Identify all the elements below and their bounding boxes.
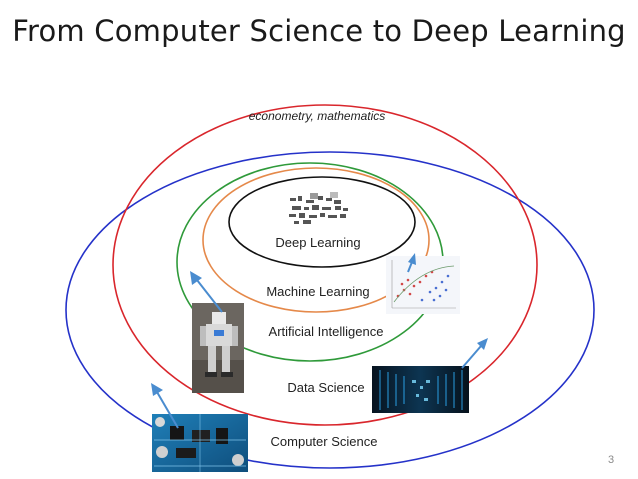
deep-learning-label: Deep Learning (275, 235, 360, 250)
data-science-ellipse (112, 104, 538, 426)
scatter-plot-image (386, 256, 460, 314)
machine-learning-label: Machine Learning (266, 284, 369, 299)
arrow-scatter-to-ml (407, 253, 416, 273)
outer-note-label: econometry, mathematics (249, 109, 386, 123)
slide-title: From Computer Science to Deep Learning (12, 14, 626, 48)
arrow-datacenter-to-ds (461, 338, 488, 369)
machine-learning-ellipse (202, 167, 430, 313)
computer-science-label: Computer Science (271, 434, 378, 449)
arrow-robot-to-ai (190, 271, 223, 313)
computer-science-ellipse (65, 151, 595, 469)
circuit-board-image (152, 414, 248, 472)
robot-image (192, 303, 244, 393)
artificial-intelligence-label: Artificial Intelligence (269, 324, 384, 339)
page-number: 3 (608, 454, 615, 466)
network-pattern-image (288, 192, 350, 226)
data-science-label: Data Science (287, 380, 364, 395)
data-center-image (372, 366, 469, 413)
arrows (151, 253, 488, 429)
arrow-circuit-to-cs (151, 383, 179, 429)
